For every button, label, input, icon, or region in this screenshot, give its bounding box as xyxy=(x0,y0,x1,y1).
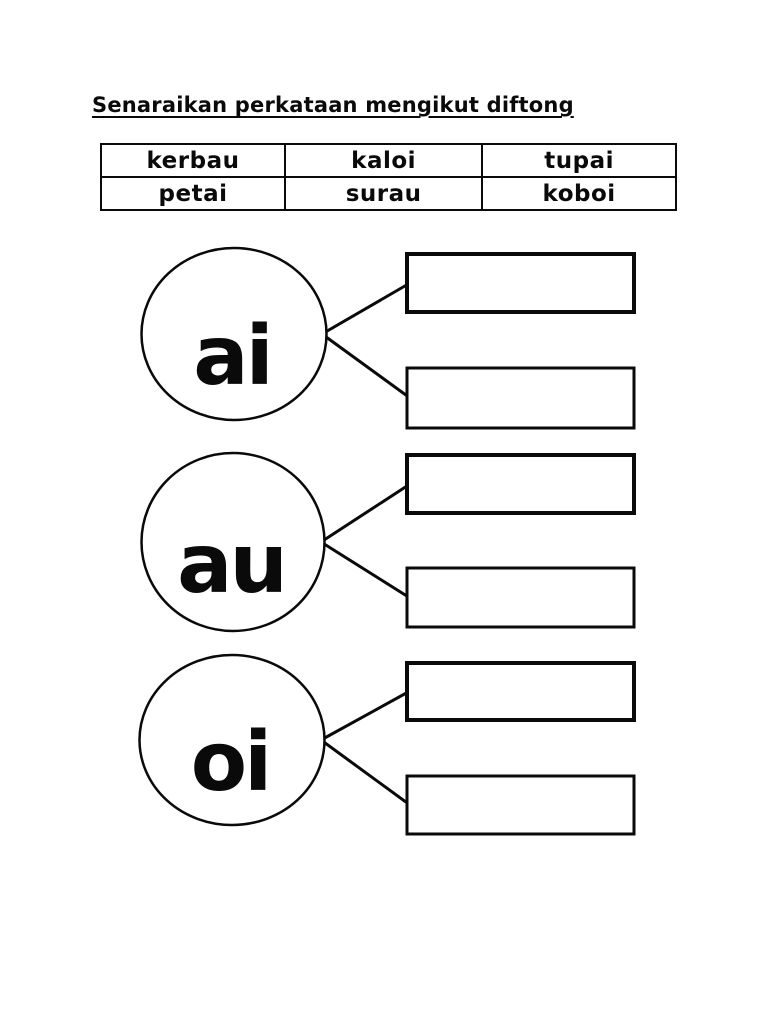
answer-box-au-2 xyxy=(405,566,636,629)
connector-oi-top xyxy=(320,689,411,742)
answer-box-oi-1 xyxy=(405,661,636,722)
diphthong-group-oi: oi xyxy=(138,653,636,836)
word-cell-petai: petai xyxy=(100,176,286,211)
answer-box-au-1 xyxy=(405,453,636,515)
connector-au-top xyxy=(320,482,411,544)
word-bank-row: kerbau kaloi tupai xyxy=(100,143,677,178)
diphthong-label-au: au xyxy=(177,517,285,612)
connector-ai-bottom xyxy=(321,332,411,400)
diphthong-label-ai: ai xyxy=(193,309,270,404)
answer-box-oi-2 xyxy=(405,774,636,836)
answer-box-ai-1 xyxy=(405,252,636,314)
connector-ai-top xyxy=(321,281,411,336)
word-cell-kaloi: kaloi xyxy=(283,143,484,178)
diphthong-circle-ai xyxy=(140,246,328,422)
word-cell-kerbau: kerbau xyxy=(100,143,286,178)
diphthong-group-ai: ai xyxy=(140,246,636,430)
word-bank-row: petai surau koboi xyxy=(100,176,677,211)
word-cell-koboi: koboi xyxy=(481,176,677,211)
diphthong-group-au: au xyxy=(140,451,636,633)
page-title: Senaraikan perkataan mengikut diftong xyxy=(92,93,574,117)
diphthong-label-oi: oi xyxy=(191,715,269,810)
word-cell-tupai: tupai xyxy=(481,143,677,178)
connector-oi-bottom xyxy=(320,738,411,807)
word-cell-surau: surau xyxy=(283,176,484,211)
connector-au-bottom xyxy=(320,540,411,600)
diphthong-circle-oi xyxy=(138,653,326,827)
answer-box-ai-2 xyxy=(405,366,636,430)
word-bank-table: kerbau kaloi tupai petai surau koboi xyxy=(100,143,677,211)
diphthong-circle-au xyxy=(140,451,326,633)
